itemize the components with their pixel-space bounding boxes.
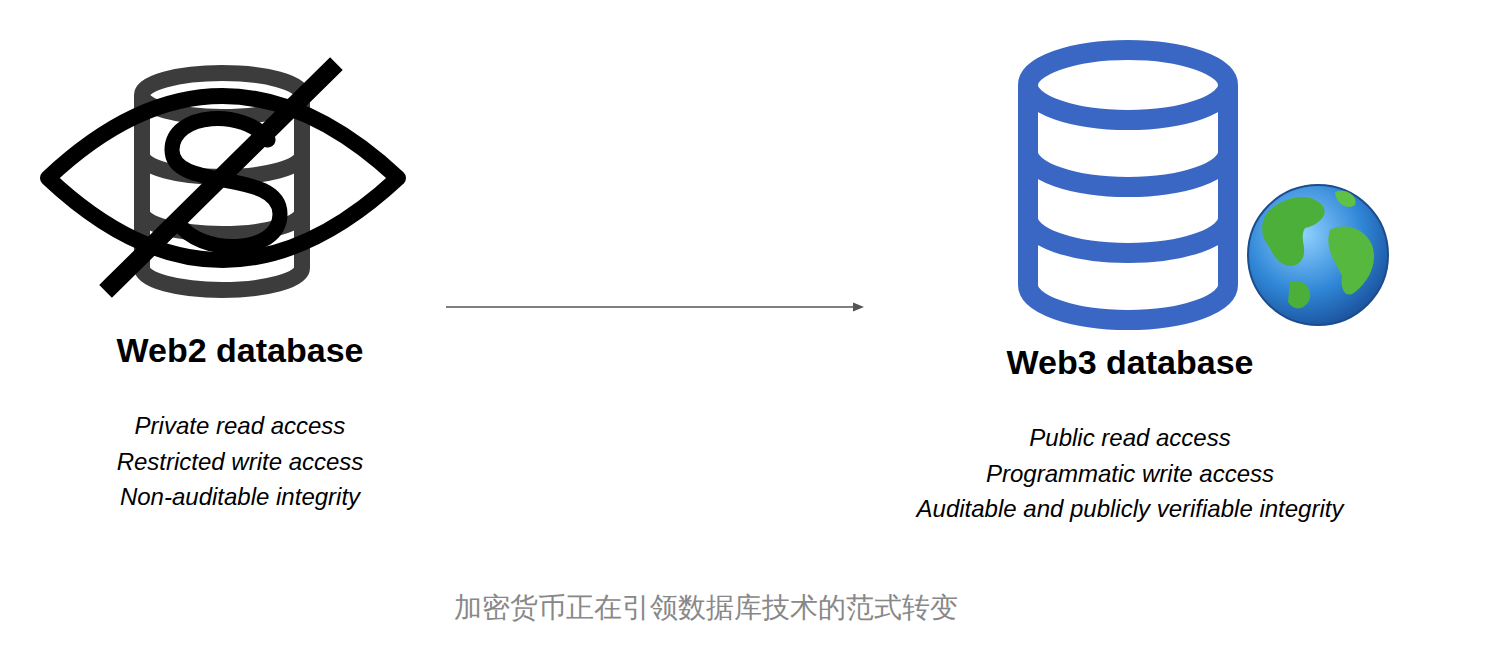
database-node: Web2 databasePrivate read accessRestrict… <box>40 60 440 515</box>
property-line: Programmatic write access <box>986 456 1274 492</box>
property-line: Auditable and publicly verifiable integr… <box>917 491 1344 527</box>
property-line: Restricted write access <box>117 444 364 480</box>
public-database-icon <box>1028 50 1388 325</box>
node-title: Web2 database <box>117 330 364 370</box>
hidden-database-icon <box>48 70 398 290</box>
property-line: Non-auditable integrity <box>120 479 360 515</box>
database-node: Web3 databasePublic read accessProgramma… <box>870 40 1390 527</box>
caption: 加密货币正在引领数据库技术的范式转变 <box>0 588 1412 628</box>
flow-arrow <box>446 303 864 312</box>
property-line: Private read access <box>135 408 346 444</box>
node-title: Web3 database <box>1007 342 1254 382</box>
property-line: Public read access <box>1029 420 1230 456</box>
